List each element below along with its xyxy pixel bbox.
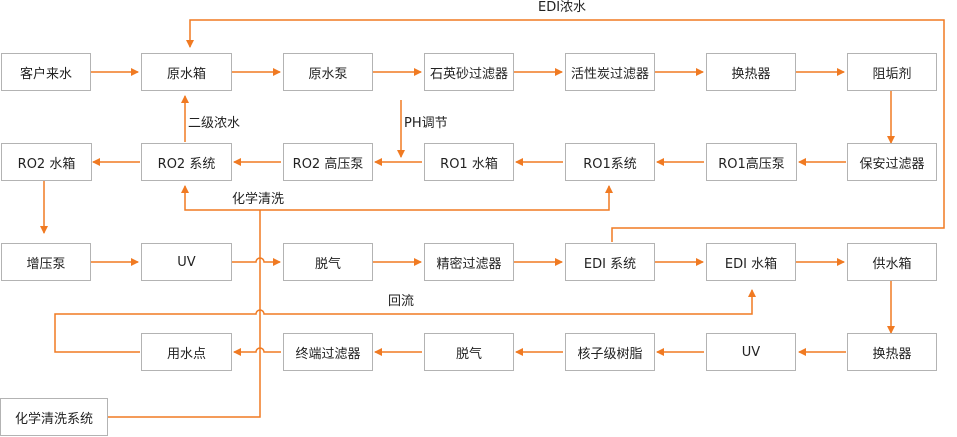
node-customer-water: 客户来水 [1, 53, 91, 91]
arrow-terminal-filter-to-point-of-use [233, 347, 281, 356]
arrow-chemical-cleaning-to-ro2 [181, 185, 260, 211]
node-ro2-system: RO2 系统 [141, 143, 232, 181]
node-terminal-filter: 终端过滤器 [283, 333, 373, 371]
node-antiscalant: 阻垢剂 [847, 53, 937, 91]
node-uv-1: UV [141, 243, 232, 281]
node-heat-exchanger-2: 换热器 [847, 333, 937, 371]
node-supply-tank: 供水箱 [847, 243, 937, 281]
arrow-recirculation [54, 289, 756, 353]
node-edi-tank: EDI 水箱 [706, 243, 796, 281]
arrow-edi-concentrate-return [186, 19, 945, 242]
node-ro1-tank: RO1 水箱 [424, 143, 514, 181]
node-precision-filter: 精密过滤器 [424, 243, 514, 281]
arrow-uv-to-degas [232, 257, 281, 266]
node-nuclear-grade-resin: 核子级树脂 [565, 333, 655, 371]
node-activated-carbon-filter: 活性炭过滤器 [565, 53, 655, 91]
arrow-chemical-cleaning-to-ro1 [260, 185, 613, 211]
label-edi-concentrate: EDI浓水 [538, 0, 587, 16]
node-point-of-use: 用水点 [141, 333, 232, 371]
node-security-filter: 保安过滤器 [847, 143, 937, 181]
line-chemical-cleaning-trunk [108, 210, 261, 418]
node-raw-water-tank: 原水箱 [141, 53, 232, 91]
node-booster-pump: 增压泵 [1, 243, 91, 281]
node-edi-system: EDI 系统 [565, 243, 655, 281]
node-degas-2: 脱气 [424, 333, 514, 371]
node-heat-exchanger-1: 换热器 [706, 53, 796, 91]
label-chemical-cleaning: 化学清洗 [232, 192, 285, 208]
node-ro2-tank: RO2 水箱 [1, 143, 92, 181]
node-degas-1: 脱气 [283, 243, 373, 281]
node-ro1-hp-pump: RO1高压泵 [706, 143, 797, 181]
label-recirculation: 回流 [388, 294, 415, 310]
node-ro1-system: RO1系统 [565, 143, 655, 181]
node-quartz-sand-filter: 石英砂过滤器 [424, 53, 514, 91]
node-ro2-hp-pump: RO2 高压泵 [283, 143, 373, 181]
node-chemical-cleaning-system: 化学清洗系统 [0, 398, 108, 436]
label-second-stage-concentrate: 二级浓水 [188, 116, 241, 132]
node-uv-2: UV [706, 333, 796, 371]
node-raw-water-pump: 原水泵 [283, 53, 373, 91]
label-ph-adjust: PH调节 [404, 116, 448, 132]
